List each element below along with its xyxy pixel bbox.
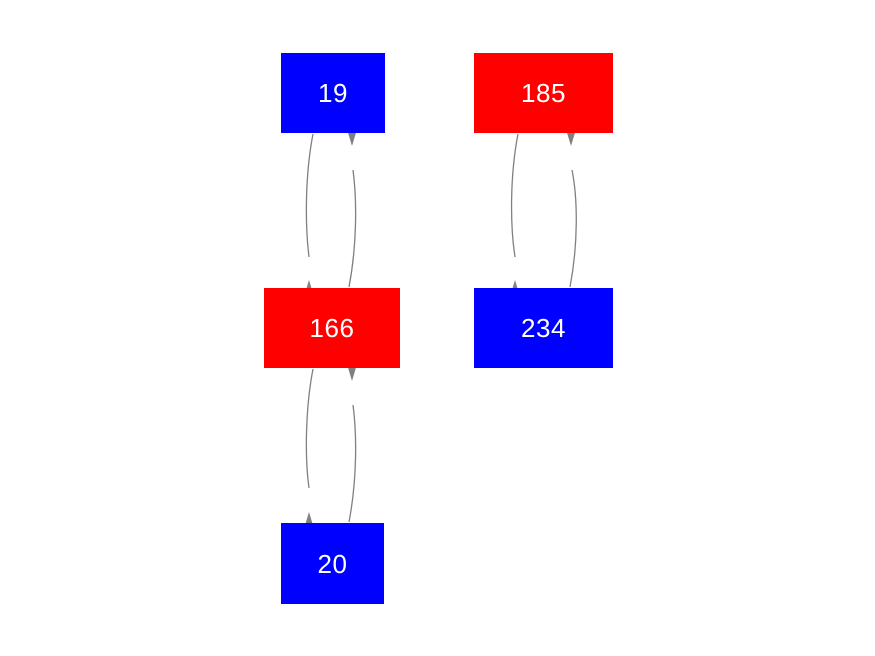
edge-line (305, 133, 314, 258)
edge-line (569, 169, 577, 288)
node-label: 234 (521, 313, 566, 343)
node-20[interactable]: 20 (281, 523, 384, 604)
node-label: 185 (521, 78, 566, 108)
node-label: 166 (309, 313, 355, 343)
node-185[interactable]: 185 (474, 53, 613, 133)
edge-line (305, 368, 314, 489)
node-label: 19 (318, 78, 348, 108)
node-234[interactable]: 234 (474, 288, 613, 368)
node-19[interactable]: 19 (281, 53, 385, 133)
node-166[interactable]: 166 (264, 288, 400, 368)
edge-line (510, 133, 519, 258)
node-label: 20 (317, 548, 348, 579)
edge-line (348, 169, 357, 288)
edge-line (348, 404, 357, 523)
